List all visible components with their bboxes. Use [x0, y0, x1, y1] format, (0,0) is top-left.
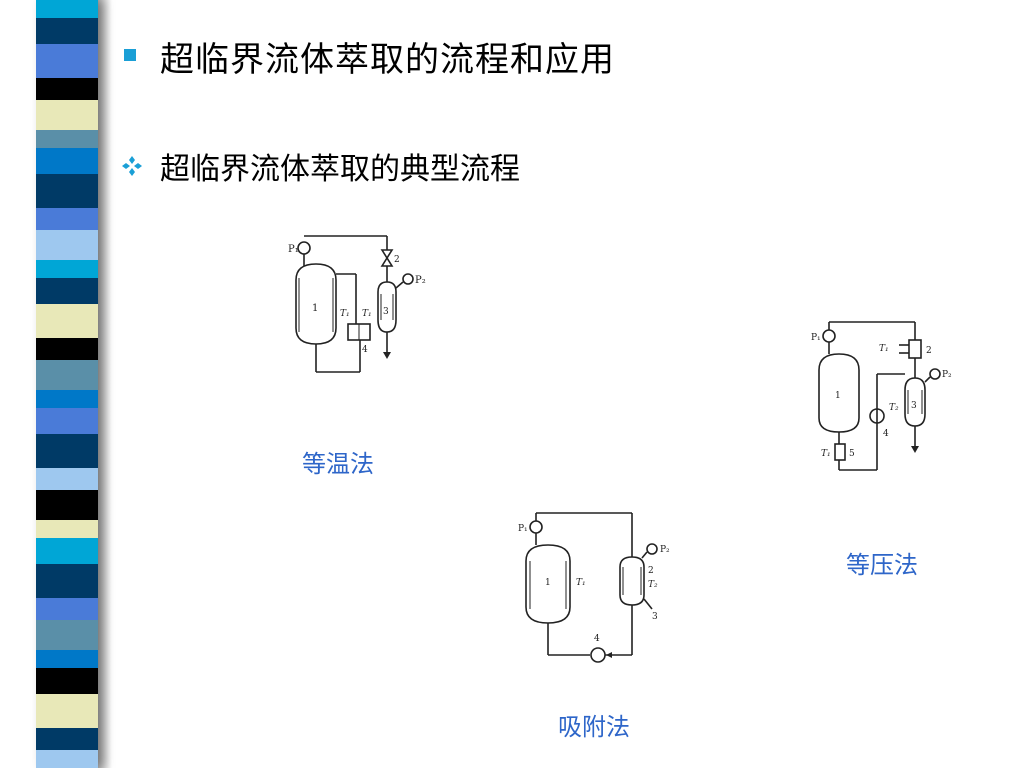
stripe-segment: [36, 208, 98, 230]
stripe-segment: [36, 44, 98, 78]
isobaric-label-3: 3: [911, 401, 917, 411]
stripe-segment: [36, 434, 98, 468]
stripe-segment: [36, 338, 98, 360]
isothermal-caption: 等温法: [302, 450, 374, 478]
adsorption-label-2: 2: [648, 566, 654, 576]
adsorption-label-4: 4: [594, 634, 600, 644]
stripe-segment: [36, 694, 98, 728]
stripe-segment: [36, 620, 98, 650]
isothermal-process-diagram: P₁ P₂ 1 2 3 4 T₁ T₁: [288, 235, 426, 373]
isobaric-label-4: 4: [883, 429, 889, 439]
isothermal-label-p1: P₁: [288, 244, 299, 255]
stripe-pattern: [36, 0, 98, 768]
slide-title: 超临界流体萃取的流程和应用: [160, 40, 615, 80]
isothermal-label-t1: T₁: [340, 309, 350, 319]
stripe-segment: [36, 230, 98, 260]
isobaric-label-2: 2: [926, 346, 932, 356]
stripe-segment: [36, 100, 98, 130]
isobaric-label-t2: T₂: [889, 403, 899, 413]
stripe-segment: [36, 148, 98, 174]
isothermal-label-p2: P₂: [415, 275, 426, 286]
adsorption-label-1: 1: [545, 578, 551, 588]
isothermal-label-4: 4: [362, 345, 368, 355]
adsorption-label-t1: T₁: [576, 578, 586, 588]
stripe-segment: [36, 564, 98, 598]
adsorption-label-p2: P₂: [660, 545, 670, 555]
decorative-stripe-band: [36, 0, 98, 768]
stripe-segment: [36, 598, 98, 620]
adsorption-caption: 吸附法: [558, 713, 630, 741]
isothermal-label-3: 3: [383, 307, 389, 317]
isobaric-label-1: 1: [835, 391, 841, 401]
isobaric-label-5: 5: [849, 449, 855, 459]
stripe-segment: [36, 538, 98, 564]
adsorption-label-t2: T₂: [648, 580, 658, 590]
stripe-shadow: [98, 0, 112, 768]
stripe-segment: [36, 18, 98, 44]
stripe-segment: [36, 650, 98, 668]
stripe-segment: [36, 728, 98, 750]
stripe-segment: [36, 304, 98, 338]
square-bullet-icon: [124, 49, 136, 61]
isobaric-label-p1: P₁: [811, 333, 821, 343]
stripe-segment: [36, 260, 98, 278]
stripe-segment: [36, 408, 98, 434]
stripe-segment: [36, 278, 98, 304]
isobaric-label-p2: P₂: [942, 370, 952, 380]
isobaric-caption: 等压法: [846, 551, 918, 579]
isothermal-label-2: 2: [394, 255, 400, 265]
stripe-segment: [36, 490, 98, 520]
isobaric-label-t3: T₁: [821, 449, 831, 459]
stripe-segment: [36, 78, 98, 100]
stripe-segment: [36, 390, 98, 408]
isothermal-label-1: 1: [312, 303, 318, 314]
stripe-segment: [36, 360, 98, 390]
isobaric-label-t1: T₁: [879, 344, 889, 354]
diamond-bullet-icon: [122, 156, 142, 176]
stripe-segment: [36, 520, 98, 538]
stripe-segment: [36, 468, 98, 490]
stripe-segment: [36, 0, 98, 18]
adsorption-label-3: 3: [652, 612, 658, 622]
adsorption-label-p1: P₁: [518, 524, 528, 534]
isobaric-process-diagram: P₁ P₂ 1 2 3 4 5 T₁ T₂ T₁: [811, 321, 952, 471]
stripe-segment: [36, 668, 98, 694]
adsorption-process-diagram: P₁ P₂ 1 2 3 4 T₁ T₂: [518, 512, 670, 663]
stripe-segment: [36, 174, 98, 208]
slide-subtitle: 超临界流体萃取的典型流程: [160, 152, 520, 187]
stripe-segment: [36, 750, 98, 768]
isothermal-label-t2: T₁: [362, 309, 372, 319]
stripe-segment: [36, 130, 98, 148]
